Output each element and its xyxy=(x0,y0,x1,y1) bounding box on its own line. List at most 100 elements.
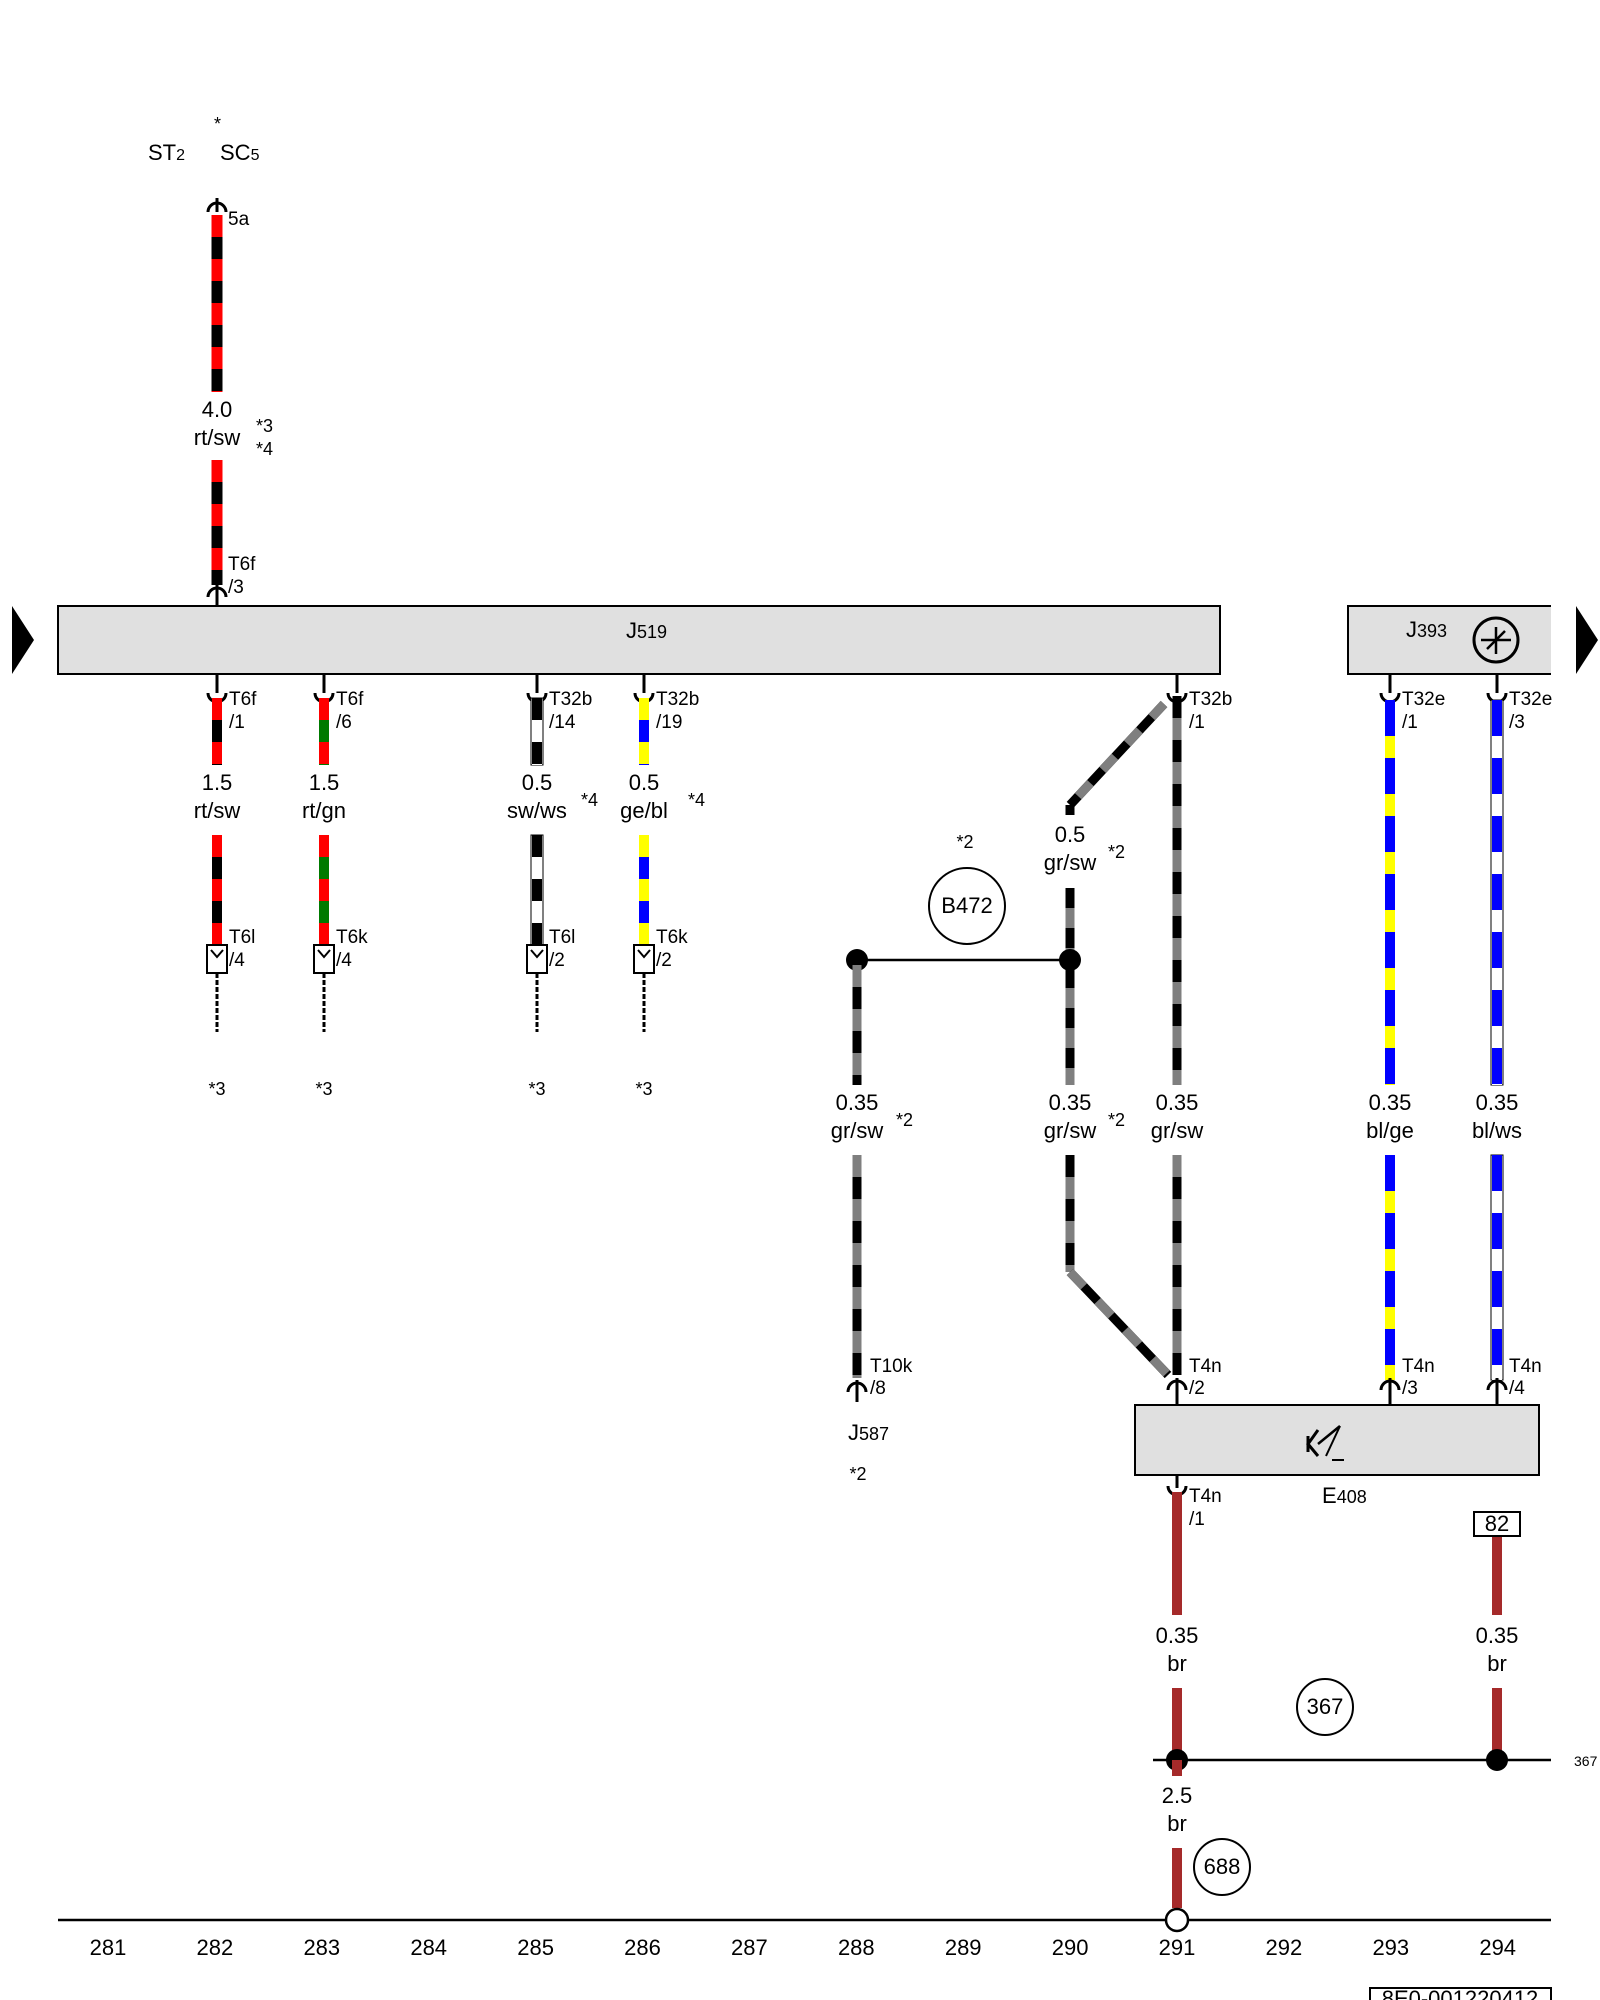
st-label: ST2 xyxy=(148,140,185,165)
connector-t10k-pin: /8 xyxy=(870,1378,886,1399)
left-wire-2-end-note: *3 xyxy=(315,1079,332,1099)
wire-left-gauge: 0.35 xyxy=(836,1090,879,1115)
left-wire-3-end-note: *3 xyxy=(528,1079,545,1099)
sc-label: SC5 xyxy=(220,140,260,165)
axis-number-291: 291 xyxy=(1159,1935,1196,1960)
wire-diag-gauge: 0.5 xyxy=(1055,822,1086,847)
wire-bl-ge-color-code: bl/ge xyxy=(1366,1118,1414,1143)
t4n-3-label: T4n xyxy=(1402,1356,1435,1377)
wire-br-right-gauge: 0.35 xyxy=(1476,1623,1519,1648)
terminal-5a-label: 5a xyxy=(228,209,250,230)
axis-number-287: 287 xyxy=(731,1935,768,1960)
connector-t32e-3-icon xyxy=(1486,675,1508,704)
axis-number-288: 288 xyxy=(838,1935,875,1960)
connector-t6f-pin: /3 xyxy=(228,577,244,598)
terminal-box-82-label: 82 xyxy=(1485,1511,1509,1536)
left-wire-4-plug-label: T6k xyxy=(656,927,688,948)
ref-367-label: 367 xyxy=(1574,1753,1598,1769)
axis-number-284: 284 xyxy=(410,1935,447,1960)
wire-gr-sw-diag-upper xyxy=(1066,700,1168,809)
left-wire-2-pin-number: /6 xyxy=(336,712,352,733)
left-wire-3-plug-label: T6l xyxy=(549,927,575,948)
switch-e408[interactable] xyxy=(1134,1404,1540,1476)
t32e-1-pin: /1 xyxy=(1402,712,1418,733)
left-wire-3-color-code: sw/ws xyxy=(507,798,567,823)
axis-number-293: 293 xyxy=(1372,1935,1409,1960)
left-wire-3-pin-label: T32b xyxy=(549,689,592,710)
splice-left-icon xyxy=(846,949,868,971)
left-wire-4-color-code: ge/bl xyxy=(620,798,668,823)
page-prev-arrow-icon[interactable] xyxy=(12,606,34,674)
e408-switch-symbol-icon xyxy=(1306,1425,1344,1461)
t4n-4-pin: /4 xyxy=(1509,1378,1525,1399)
ground-point-688[interactable] xyxy=(1193,1838,1251,1896)
left-wire-1-plug-pin: /4 xyxy=(229,950,245,971)
wire-br-left-color-code: br xyxy=(1167,1651,1187,1676)
t4n-4-label: T4n xyxy=(1509,1356,1542,1377)
left-wire-4-note: *4 xyxy=(688,790,705,810)
control-unit-j519[interactable] xyxy=(57,605,1221,675)
wire-diag-note: *2 xyxy=(1108,842,1125,862)
ground-point-b472[interactable] xyxy=(928,867,1006,945)
t4n-3-pin: /3 xyxy=(1402,1378,1418,1399)
left-wire-3-pin-number: /14 xyxy=(549,712,576,733)
wire-top-note-a: *3 xyxy=(256,416,273,436)
wire-main-gauge: 0.35 xyxy=(1156,1090,1199,1115)
wire-diag-color-code: gr/sw xyxy=(1044,850,1097,875)
b472-label: B472 xyxy=(941,893,992,918)
e408-pin1-label: T4n xyxy=(1189,1486,1222,1507)
left-wire-group: T6f/11.5rt/swT6l/4*3T6f/61.5rt/gnT6k/4*3… xyxy=(194,675,705,1099)
wire-left-note: *2 xyxy=(896,1110,913,1130)
left-wire-1-pin-number: /1 xyxy=(229,712,245,733)
splice-right-icon xyxy=(1059,949,1081,971)
wire-br-main-gauge: 2.5 xyxy=(1162,1783,1193,1808)
left-wire-1-plug-label: T6l xyxy=(229,927,255,948)
wire-bl-ws-gauge: 0.35 xyxy=(1476,1090,1519,1115)
left-wire-3-gauge: 0.5 xyxy=(522,770,553,795)
wire-mid-gauge: 0.35 xyxy=(1049,1090,1092,1115)
connector-t10k-label: T10k xyxy=(870,1356,913,1377)
wire-br-main-color-code: br xyxy=(1167,1811,1187,1836)
axis-number-281: 281 xyxy=(90,1935,127,1960)
connector-t6f-label: T6f xyxy=(228,554,256,575)
t32e-3-label: T32e xyxy=(1509,689,1552,710)
connector-t4n-3-icon xyxy=(1379,1378,1401,1404)
connector-t6f-3-icon xyxy=(206,585,228,605)
left-wire-2-gauge: 1.5 xyxy=(309,770,340,795)
left-wire-3-plug-icon xyxy=(526,944,548,974)
wire-br-left-gauge: 0.35 xyxy=(1156,1623,1199,1648)
left-wire-4-plug-icon xyxy=(633,944,655,974)
e408-label: E408 xyxy=(1322,1483,1367,1508)
left-wire-2-plug-icon xyxy=(313,944,335,974)
ground-point-367[interactable] xyxy=(1296,1678,1354,1736)
left-wire-4-pin-label: T32b xyxy=(656,689,699,710)
ground-367-label: 367 xyxy=(1307,1694,1344,1719)
left-wire-1-pin-label: T6f xyxy=(229,689,257,710)
terminal-box-82 xyxy=(1473,1511,1521,1537)
j393-label: J393 xyxy=(1406,617,1447,642)
connector-t4n-4-icon xyxy=(1486,1378,1508,1404)
e408-pin2-label: T4n xyxy=(1189,1356,1222,1377)
axis-number-294: 294 xyxy=(1479,1935,1516,1960)
left-wire-1-plug-icon xyxy=(206,944,228,974)
axis-number-285: 285 xyxy=(517,1935,554,1960)
left-wire-1-gauge: 1.5 xyxy=(202,770,233,795)
e408-pin1-pin: /1 xyxy=(1189,1509,1205,1530)
connector-t10k-8-icon xyxy=(846,1380,868,1402)
splice-br-right-icon xyxy=(1486,1749,1508,1771)
j587-note: *2 xyxy=(849,1464,866,1484)
wire-bl-ws-color-code: bl/ws xyxy=(1472,1118,1522,1143)
ground-connection-icon xyxy=(1164,1907,1190,1933)
left-wire-3-note: *4 xyxy=(581,790,598,810)
doc-code: 8E0-001220412 xyxy=(1382,1986,1539,2000)
left-wire-2-plug-pin: /4 xyxy=(336,950,352,971)
left-wire-4-end-note: *3 xyxy=(635,1079,652,1099)
control-unit-j393[interactable] xyxy=(1347,605,1551,675)
doc-code-box xyxy=(1369,1987,1552,2000)
page-next-arrow-icon[interactable] xyxy=(1576,606,1598,674)
wire-mid-color-code: gr/sw xyxy=(1044,1118,1097,1143)
